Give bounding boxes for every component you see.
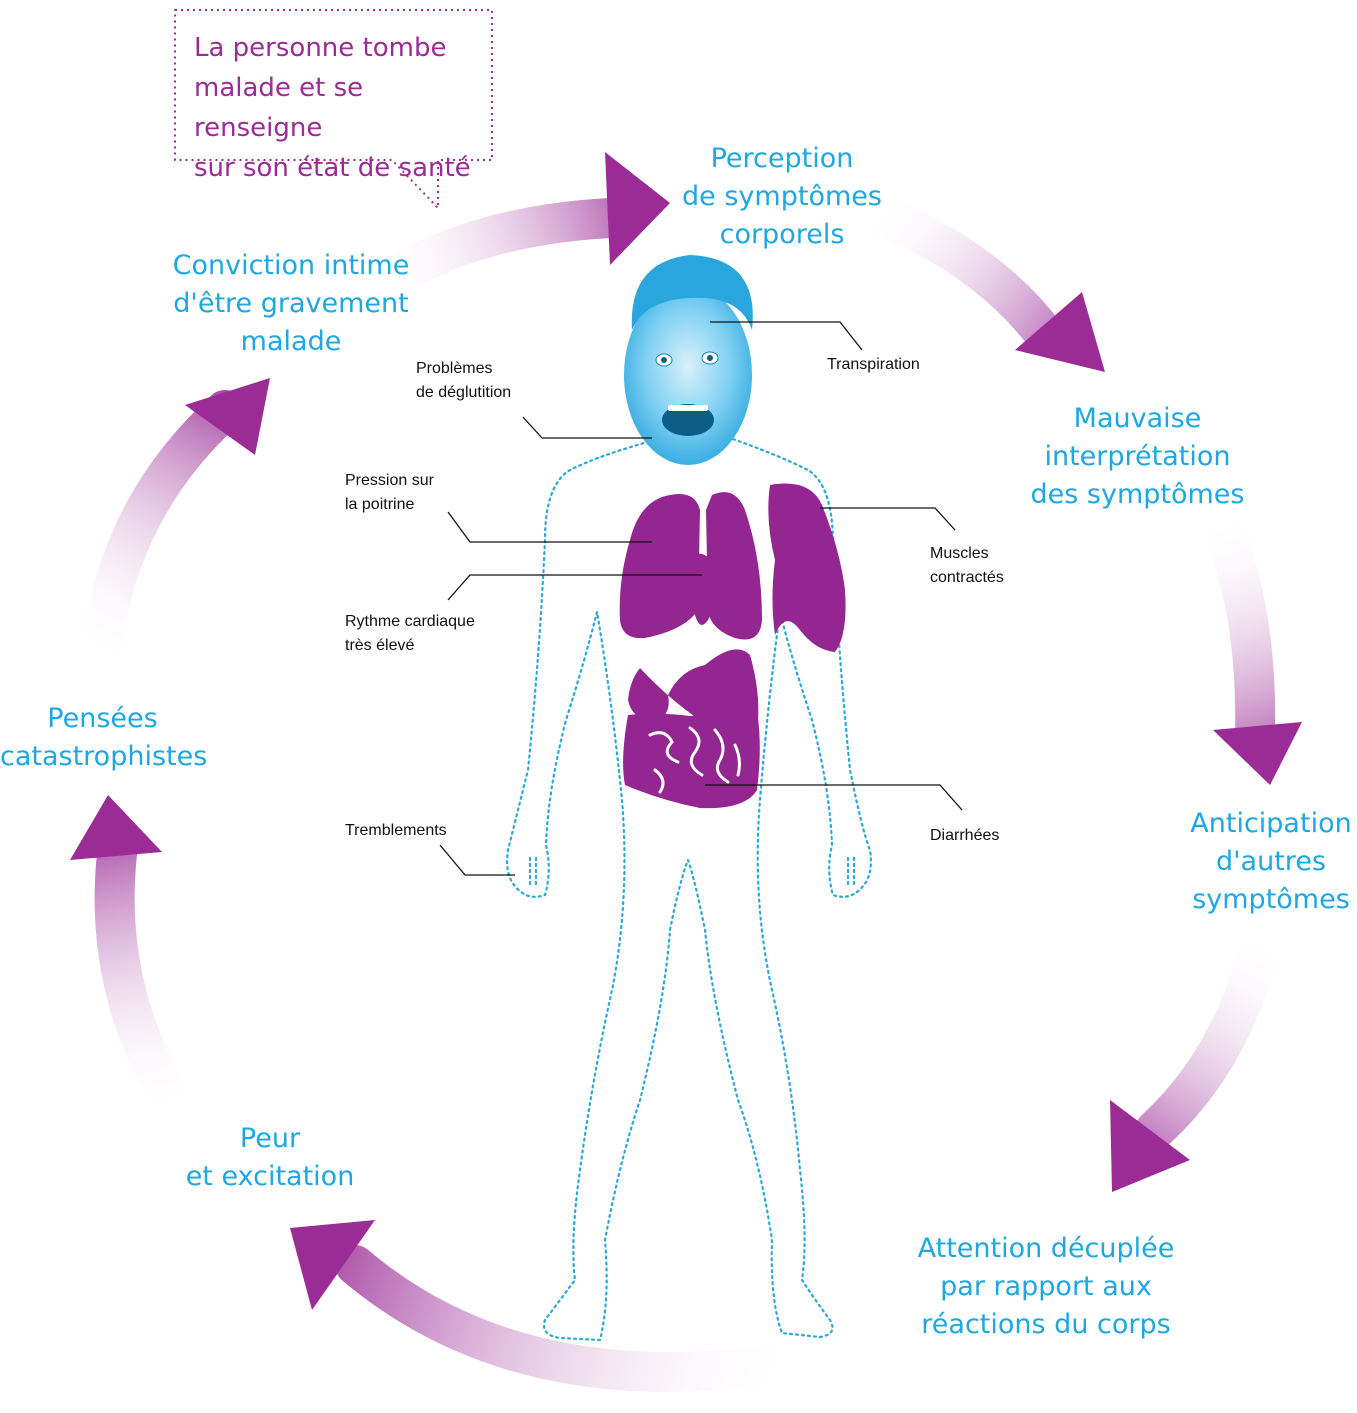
label-deglutition: Problèmes de déglutition — [416, 357, 511, 405]
stage-peur: Peur et excitation — [170, 1120, 370, 1196]
stage-mauvaise-interpretation: Mauvaise interprétation des symptômes — [1010, 400, 1265, 514]
stage-anticipation: Anticipation d'autres symptômes — [1185, 805, 1357, 919]
left-lung — [620, 494, 700, 638]
stage-pensees: Pensées catastrophistes — [0, 700, 205, 776]
arrow-mauvaise-to-anticipation — [1213, 525, 1302, 785]
label-transpiration: Transpiration — [827, 353, 920, 377]
callout-text: La personne tombe malade et se renseigne… — [194, 28, 494, 188]
arrow-attention-to-peur — [290, 1220, 790, 1372]
label-muscles: Muscles contractés — [930, 542, 1004, 590]
stage-attention: Attention décuplée par rapport aux réact… — [910, 1230, 1182, 1344]
arrow-peur-to-pensees — [70, 795, 178, 1110]
stage-perception: Perception de symptômes corporels — [652, 140, 912, 254]
label-diarrhees: Diarrhées — [930, 824, 999, 848]
label-pression-poitrine: Pression sur la poitrine — [345, 469, 434, 517]
face-illustration — [624, 255, 753, 465]
arrow-anticipation-to-attention — [1110, 940, 1262, 1192]
organs-illustration — [620, 484, 846, 809]
stomach — [628, 649, 758, 722]
shoulder-muscle — [768, 484, 845, 652]
stage-conviction: Conviction intime d'être gravement malad… — [160, 247, 422, 361]
arrow-pensees-to-conviction — [100, 378, 270, 660]
label-rythme-cardiaque: Rythme cardiaque très élevé — [345, 610, 475, 658]
label-tremblements: Tremblements — [345, 819, 447, 843]
